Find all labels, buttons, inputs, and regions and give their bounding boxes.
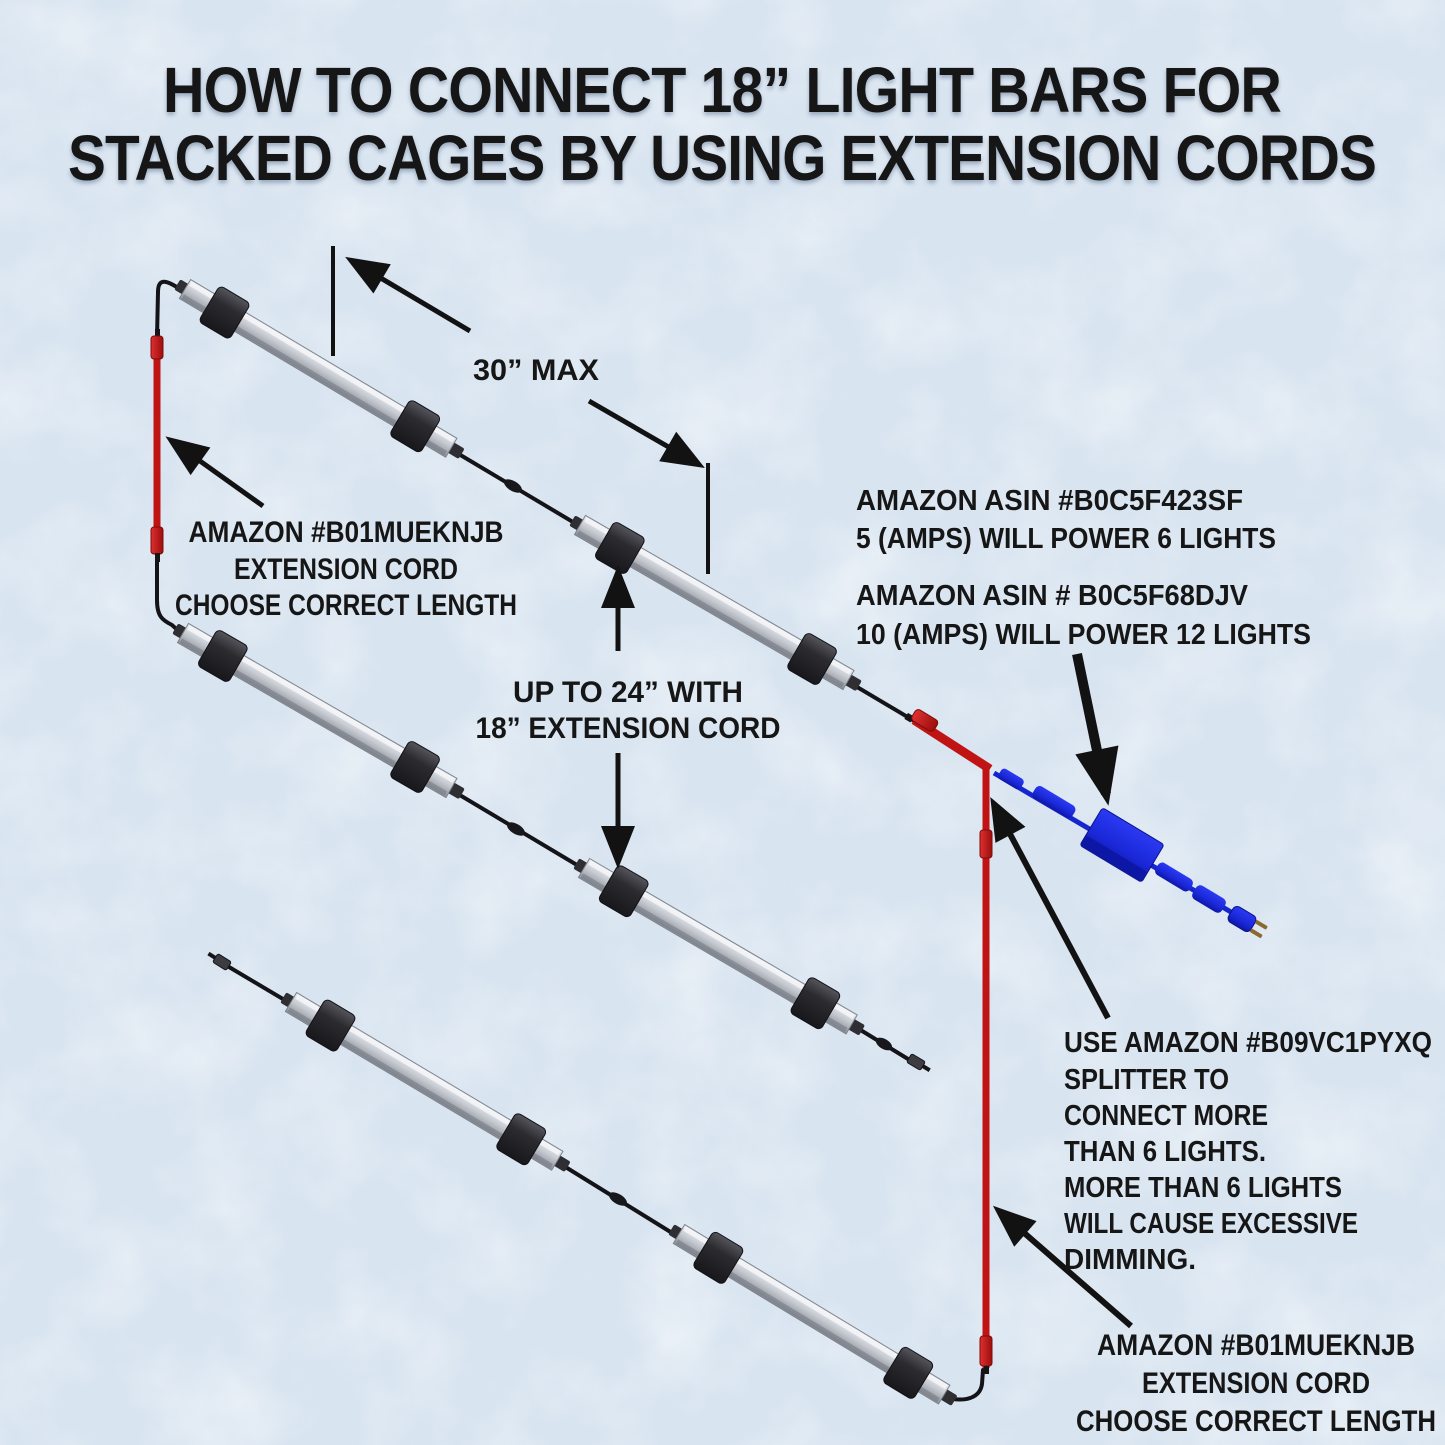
power-cable-connector: [998, 768, 1024, 790]
left-extension-cord: [150, 329, 164, 562]
svg-text:18” EXTENSION CORD: 18” EXTENSION CORD: [476, 712, 781, 745]
arrow-splitter: [990, 796, 1111, 1020]
wire-red-to-mid-bar: [155, 550, 186, 638]
svg-text:USE AMAZON #B09VC1PYXQ: USE AMAZON #B09VC1PYXQ: [1064, 1027, 1432, 1059]
dimension-arrow-lower: [587, 398, 705, 469]
inline-connector: [875, 1037, 893, 1051]
page-title: HOW TO CONNECT 18” LIGHT BARS FOR STACKE…: [68, 54, 1377, 194]
svg-text:AMAZON ASIN #B0C5F423SF: AMAZON ASIN #B0C5F423SF: [856, 485, 1243, 517]
inline-connector: [507, 822, 525, 836]
label-30-max: 30” MAX: [473, 354, 599, 387]
svg-text:CONNECT MORE: CONNECT MORE: [1064, 1100, 1268, 1132]
title-line-1: HOW TO CONNECT 18” LIGHT BARS FOR: [163, 54, 1281, 126]
arrow-bottom-extension-cord: [992, 1205, 1133, 1329]
svg-text:SPLITTER TO: SPLITTER TO: [1064, 1064, 1229, 1096]
free-plugs: [207, 951, 931, 1072]
power-brick: [1080, 808, 1164, 882]
arrow-power-brick: [1072, 652, 1119, 806]
svg-text:AMAZON ASIN # B0C5F68DJV: AMAZON ASIN # B0C5F68DJV: [856, 580, 1249, 612]
label-mid-gap: UP TO 24” WITH 18” EXTENSION CORD: [476, 676, 781, 745]
annotation-arrows: [165, 436, 1133, 1329]
arrow-left-extension-cord: [165, 436, 265, 509]
svg-text:5 (AMPS) WILL POWER 6 LIGHTS: 5 (AMPS) WILL POWER 6 LIGHTS: [856, 523, 1276, 555]
plug-prong: [1255, 920, 1268, 930]
wire-top-bar2-to-red: [850, 682, 918, 724]
dimension-arrow-upper: [345, 256, 472, 334]
power-cable-connector: [1192, 885, 1226, 913]
svg-text:10 (AMPS) WILL POWER 12 LIGHTS: 10 (AMPS) WILL POWER 12 LIGHTS: [856, 619, 1311, 651]
power-supply-assembly: [992, 768, 1268, 939]
power-plug: [1227, 905, 1268, 939]
inline-connector: [609, 1192, 627, 1206]
power-cable-connector: [1032, 786, 1076, 818]
svg-text:WILL CAUSE EXCESSIVE: WILL CAUSE EXCESSIVE: [1064, 1208, 1358, 1240]
svg-text:MORE THAN 6 LIGHTS: MORE THAN 6 LIGHTS: [1064, 1172, 1342, 1204]
label-30-max-text: 30” MAX: [473, 354, 599, 387]
power-cable-connector: [1155, 862, 1193, 892]
label-bottom-extension-cord: AMAZON #B01MUEKNJB EXTENSION CORD CHOOSE…: [1076, 1329, 1436, 1438]
svg-text:UP TO 24” WITH: UP TO 24” WITH: [513, 676, 743, 709]
plug-prong: [1249, 928, 1263, 939]
wire-bottom-plug-to-bar: [227, 965, 295, 1007]
svg-text:DIMMING.: DIMMING.: [1064, 1244, 1196, 1276]
label-power-supplies: AMAZON ASIN #B0C5F423SF 5 (AMPS) WILL PO…: [856, 485, 1311, 651]
svg-text:CHOOSE CORRECT LENGTH: CHOOSE CORRECT LENGTH: [1076, 1405, 1436, 1438]
inline-connector: [504, 479, 522, 493]
svg-text:CHOOSE CORRECT LENGTH: CHOOSE CORRECT LENGTH: [175, 589, 517, 622]
label-splitter-note: USE AMAZON #B09VC1PYXQ SPLITTER TO CONNE…: [1064, 1027, 1432, 1276]
svg-text:AMAZON #B01MUEKNJB: AMAZON #B01MUEKNJB: [1097, 1329, 1415, 1362]
svg-text:EXTENSION CORD: EXTENSION CORD: [1142, 1367, 1370, 1400]
cord-connectors: [504, 479, 893, 1206]
title-line-2: STACKED CAGES BY USING EXTENSION CORDS: [68, 122, 1376, 194]
right-extension-cord: [904, 709, 993, 1374]
label-left-extension-cord: AMAZON #B01MUEKNJB EXTENSION CORD CHOOSE…: [175, 516, 517, 622]
svg-text:AMAZON #B01MUEKNJB: AMAZON #B01MUEKNJB: [189, 516, 504, 549]
dimension-30-max: [331, 246, 710, 574]
svg-text:EXTENSION CORD: EXTENSION CORD: [234, 553, 458, 586]
svg-text:THAN 6 LIGHTS.: THAN 6 LIGHTS.: [1064, 1136, 1266, 1168]
